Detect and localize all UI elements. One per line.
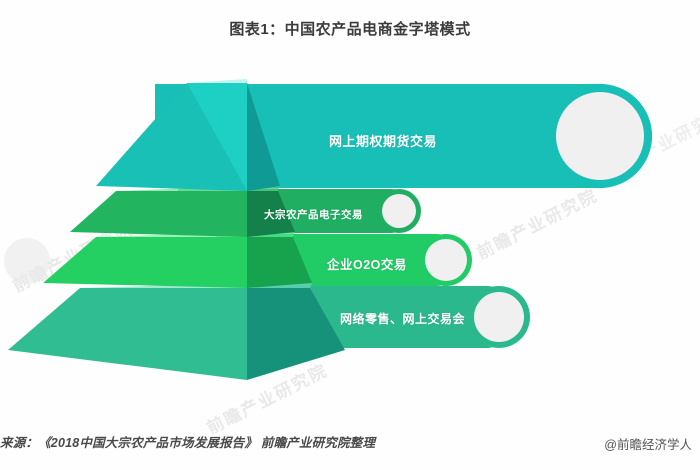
- band-label-level-4: 网络零售、网上交易会: [340, 312, 466, 326]
- source-note: 来源：《2018中国大宗农产品市场发展报告》 前瞻产业研究院整理: [0, 436, 376, 450]
- chart-title: 图表1：中国农产品电商金字塔模式: [229, 21, 471, 38]
- pyramid-level-2: [70, 186, 295, 237]
- pyramid-level-1: [96, 79, 280, 191]
- pyramid-level-4: [8, 283, 345, 380]
- band-label-level-3: 企业O2O交易: [327, 258, 407, 272]
- band-label-level-2: 大宗农产品电子交易: [264, 209, 363, 221]
- band-label-level-1: 网上期权期货交易: [329, 134, 438, 149]
- band-level-1: [155, 84, 652, 188]
- pyramid-level-3: [43, 232, 312, 288]
- publisher-handle: @前瞻经济学人: [604, 438, 692, 452]
- pyramid-diagram: [0, 55, 700, 410]
